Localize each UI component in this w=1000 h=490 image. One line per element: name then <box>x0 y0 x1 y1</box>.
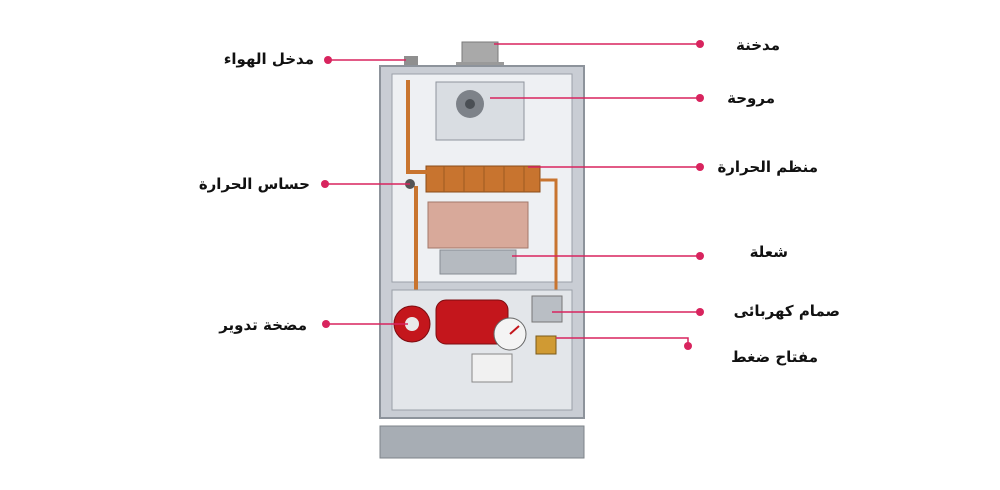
leader-air-inlet-dot <box>324 56 332 64</box>
leader-circulation-pump-dot <box>322 320 330 328</box>
copper-pipe <box>406 80 428 174</box>
gas-valve <box>531 295 563 323</box>
heat-exchanger <box>425 165 541 193</box>
label-chimney: مدخنة <box>736 36 780 54</box>
leader-fan-dot <box>696 94 704 102</box>
leader-chimney-dot <box>696 40 704 48</box>
label-pressure-switch: مفتاح ضغط <box>731 348 818 366</box>
label-solenoid-valve: صمام كهربائى <box>733 302 840 320</box>
label-temperature-sensor: حساس الحرارة <box>198 175 310 193</box>
leader-pressure-switch-dot <box>684 342 692 350</box>
label-air-inlet: مدخل الهواء <box>223 50 314 68</box>
leader-flame-dot <box>696 252 704 260</box>
label-thermostat: منظم الحرارة <box>717 158 818 176</box>
burner <box>439 249 517 275</box>
label-flame: شعلة <box>749 243 788 261</box>
control-board <box>471 353 513 383</box>
copper-pipe <box>540 178 558 290</box>
leader-solenoid-valve-dot <box>696 308 704 316</box>
leader-temperature-sensor-dot <box>321 180 329 188</box>
leader-pressure-switch <box>556 337 689 346</box>
pump-cap <box>405 317 419 331</box>
fan-hub <box>465 99 475 109</box>
combustion-chamber <box>427 201 529 249</box>
label-circulation-pump: مضخة تدوير <box>219 316 307 334</box>
label-fan: مروحة <box>727 89 775 107</box>
leader-thermostat-dot <box>696 163 704 171</box>
base-tray <box>379 425 585 459</box>
pressure-switch-body <box>535 335 557 355</box>
gauge-needle <box>509 325 520 335</box>
